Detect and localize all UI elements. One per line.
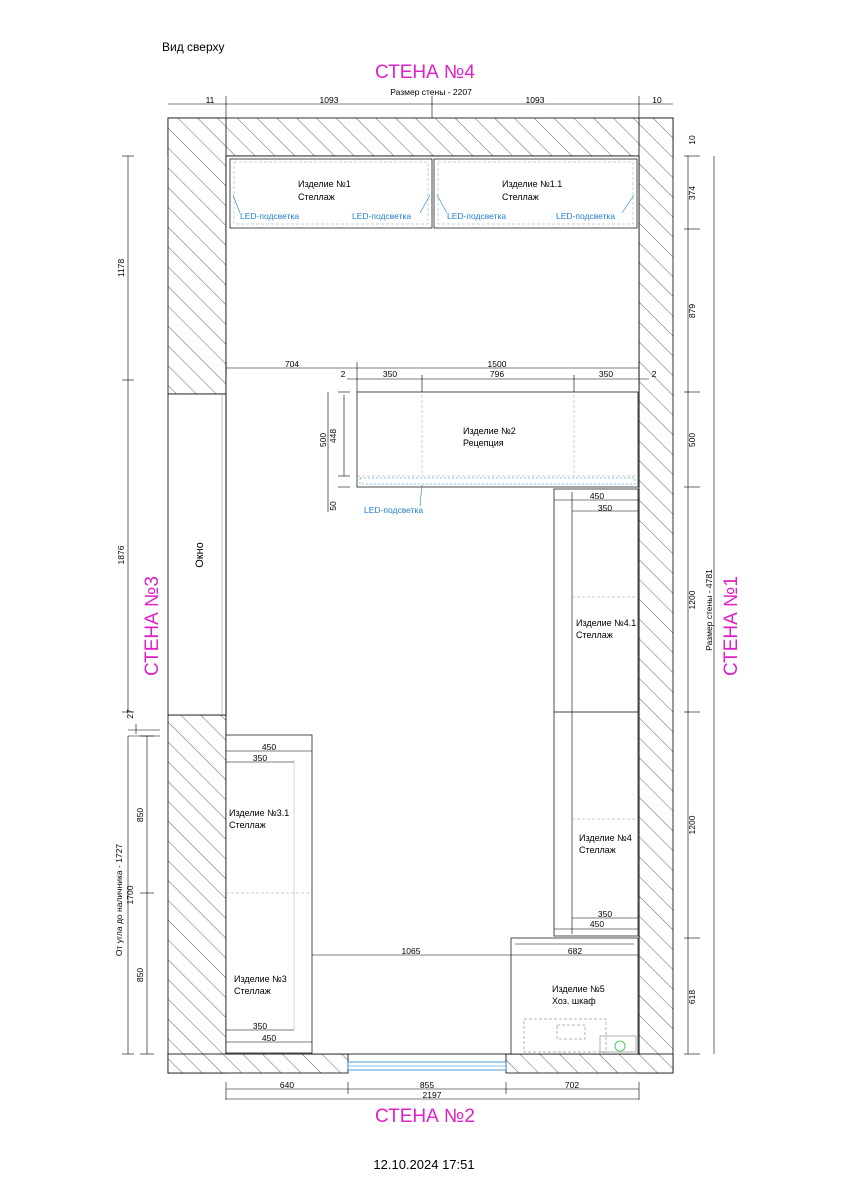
dim-corner-label: От угла до наличника - 1727 xyxy=(114,844,124,956)
dim-right-item4: 1200 xyxy=(687,815,697,834)
item-2-type: Рецепция xyxy=(463,438,504,448)
dim-rec-gap-a: 2 xyxy=(341,369,346,379)
dim-i3-outer-top: 450 xyxy=(262,742,276,752)
dim-right-item41: 1200 xyxy=(687,590,697,609)
dim-wall-top: Размер стены - 2207 xyxy=(390,87,472,97)
dim-bottom-door: 855 xyxy=(420,1080,434,1090)
wall-right xyxy=(638,117,674,1074)
dim-i4-inner-bot: 350 xyxy=(598,909,612,919)
dims-top xyxy=(168,96,673,118)
print-date: 12.10.2024 17:51 xyxy=(373,1157,474,1172)
dim-left-window: 1876 xyxy=(116,545,126,564)
dim-bottom-left: 640 xyxy=(280,1080,294,1090)
dim-rec-gap-b: 2 xyxy=(652,369,657,379)
led-label-1a: LED-подсветка xyxy=(240,211,299,221)
dims-bottom xyxy=(225,1082,640,1100)
dim-i3-inner-top: 350 xyxy=(253,753,267,763)
led-label-2: LED-подсветка xyxy=(364,505,423,515)
item-4-1-name: Изделие №4.1 xyxy=(576,618,636,628)
view-title: Вид сверху xyxy=(162,40,225,54)
dim-rec-seg-b: 350 xyxy=(599,369,613,379)
dim-i4-inner-top: 350 xyxy=(598,503,612,513)
dim-top-half-right: 1093 xyxy=(526,95,545,105)
dim-rec-depth-outer: 500 xyxy=(318,433,328,447)
item-3-group: Изделие №3.1 Стеллаж Изделие №3 Стеллаж xyxy=(225,734,313,1054)
dim-left-1700: 1700 xyxy=(125,885,135,904)
wall-left-upper xyxy=(167,117,227,395)
dim-right-reception: 500 xyxy=(687,433,697,447)
item-1-1-name: Изделие №1.1 xyxy=(502,179,562,189)
dim-i4-outer-bot: 450 xyxy=(590,919,604,929)
item-4-type: Стеллаж xyxy=(579,845,616,855)
wall-3-label: СТЕНА №3 xyxy=(142,576,163,676)
item-3-type: Стеллаж xyxy=(234,986,271,996)
item-1-group: Изделие №1 Стеллаж LED-подсветка LED-под… xyxy=(229,158,433,229)
item-1-name: Изделие №1 xyxy=(298,179,351,189)
dim-top-left-gap: 11 xyxy=(206,95,215,105)
led-label-1d: LED-подсветка xyxy=(556,211,615,221)
wall-bottom-right xyxy=(505,1053,674,1074)
dim-left-small: 27 xyxy=(125,709,135,719)
dim-rec-gap-left: 704 xyxy=(285,359,299,369)
dim-left-850b: 850 xyxy=(135,968,145,982)
dim-i3-outer-bot: 450 xyxy=(262,1033,276,1043)
dim-bottom-total: 2197 xyxy=(423,1090,442,1100)
item-4-name: Изделие №4 xyxy=(579,833,632,843)
dim-item5-width: 682 xyxy=(568,946,582,956)
item-4-group: Изделие №4.1 Стеллаж Изделие №4 Стеллаж xyxy=(553,488,639,937)
item-5-group: Изделие №5 Хоз. шкаф xyxy=(510,937,639,1055)
item-2-group: Изделие №2 Рецепция LED-подсветка xyxy=(356,391,639,515)
dim-right-shelf: 374 xyxy=(687,186,697,200)
dim-bottom-right: 702 xyxy=(565,1080,579,1090)
window-label: Окно xyxy=(194,542,206,568)
dim-top-half-left: 1093 xyxy=(320,95,339,105)
dim-rec-seg-mid: 796 xyxy=(490,369,504,379)
wall-left-lower xyxy=(167,714,227,1074)
wall-bottom-left xyxy=(167,1053,349,1074)
dim-rec-total: 1500 xyxy=(488,359,507,369)
wall-2-label: СТЕНА №2 xyxy=(375,1106,475,1127)
wall-4-label: СТЕНА №4 xyxy=(375,62,475,83)
led-label-1b: LED-подсветка xyxy=(352,211,411,221)
dim-passage-bottom: 1065 xyxy=(402,946,421,956)
dim-left-850a: 850 xyxy=(135,808,145,822)
item-5-type: Хоз. шкаф xyxy=(552,996,596,1006)
item-4-1-type: Стеллаж xyxy=(576,630,613,640)
dims-item-3 xyxy=(226,750,312,1043)
item-2-name: Изделие №2 xyxy=(463,426,516,436)
dim-rec-seg-a: 350 xyxy=(383,369,397,379)
dim-right-top-gap: 10 xyxy=(687,135,697,145)
window-opening xyxy=(167,393,227,716)
dims-reception xyxy=(225,362,649,512)
dim-rec-depth-inner: 448 xyxy=(328,429,338,443)
dim-right-item5: 618 xyxy=(687,990,697,1004)
dim-i4-outer-top: 450 xyxy=(590,491,604,501)
item-1-1-group: Изделие №1.1 Стеллаж LED-подсветка LED-п… xyxy=(433,158,638,229)
wall-top xyxy=(167,117,674,157)
dim-rec-led-depth: 50 xyxy=(328,501,338,511)
dim-i3-inner-bot: 350 xyxy=(253,1021,267,1031)
item-3-name: Изделие №3 xyxy=(234,974,287,984)
led-label-1c: LED-подсветка xyxy=(447,211,506,221)
dim-left-upper: 1178 xyxy=(116,259,126,278)
dim-right-passage: 879 xyxy=(687,304,697,318)
drain-icon xyxy=(614,1040,626,1052)
item-5-name: Изделие №5 xyxy=(552,984,605,994)
item-1-type: Стеллаж xyxy=(298,192,335,202)
dims-right xyxy=(684,155,715,1055)
dims-left xyxy=(122,155,160,1055)
item-3-1-type: Стеллаж xyxy=(229,820,266,830)
dims-item-4 xyxy=(554,499,638,930)
dim-wall-right: Размер стены - 4781 xyxy=(704,569,714,651)
dim-top-right-gap: 10 xyxy=(652,95,662,105)
item-1-1-type: Стеллаж xyxy=(502,192,539,202)
wall-1-label: СТЕНА №1 xyxy=(721,576,742,676)
item-3-1-name: Изделие №3.1 xyxy=(229,808,289,818)
